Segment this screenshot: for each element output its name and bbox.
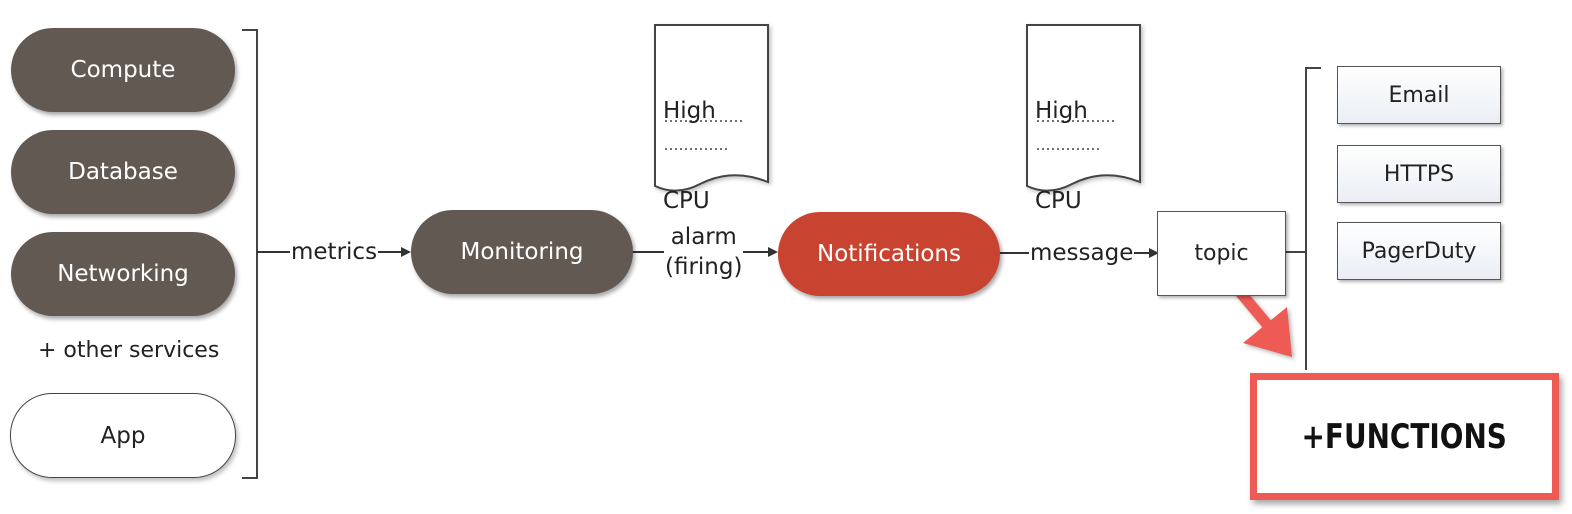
alarm-document bbox=[654, 24, 769, 192]
notifications-service: Notifications bbox=[778, 212, 1000, 296]
topic-box: topic bbox=[1157, 211, 1286, 296]
alarm-label-line1: alarm bbox=[670, 224, 737, 250]
alarm-document-text: High CPU bbox=[663, 36, 716, 246]
alarm-label-line2: (firing) bbox=[665, 254, 743, 280]
alarm-doc-line2: CPU bbox=[663, 188, 710, 214]
service-database: Database bbox=[11, 130, 235, 214]
monitoring-label: Monitoring bbox=[460, 239, 584, 265]
monitoring-service: Monitoring bbox=[411, 210, 633, 294]
alarm-doc-line1: High bbox=[663, 98, 716, 124]
sources-bracket bbox=[242, 29, 258, 479]
subscription-email-label: Email bbox=[1388, 82, 1450, 108]
service-compute: Compute bbox=[11, 28, 235, 112]
service-networking-label: Networking bbox=[57, 261, 189, 287]
subscription-https: HTTPS bbox=[1337, 145, 1501, 203]
service-compute-label: Compute bbox=[70, 57, 176, 83]
subscription-pagerduty-label: PagerDuty bbox=[1361, 238, 1477, 264]
subscriptions-bracket bbox=[1305, 67, 1321, 370]
service-app: App bbox=[10, 393, 236, 478]
service-database-label: Database bbox=[68, 159, 178, 185]
functions-callout-label: +FUNCTIONS bbox=[1301, 416, 1508, 457]
other-services-label: + other services bbox=[38, 338, 220, 363]
message-document bbox=[1026, 24, 1141, 192]
alarm-label: alarm (firing) bbox=[664, 222, 744, 282]
subscription-https-label: HTTPS bbox=[1383, 161, 1455, 187]
subscription-pagerduty: PagerDuty bbox=[1337, 222, 1501, 280]
functions-callout: +FUNCTIONS bbox=[1250, 373, 1559, 500]
message-document-text: High CPU bbox=[1035, 36, 1088, 246]
service-networking: Networking bbox=[11, 232, 235, 316]
metrics-label: metrics bbox=[290, 237, 379, 267]
topic-label: topic bbox=[1194, 241, 1249, 266]
message-doc-line2: CPU bbox=[1035, 188, 1082, 214]
message-doc-line1: High bbox=[1035, 98, 1088, 124]
notifications-label: Notifications bbox=[817, 241, 961, 267]
subscription-email: Email bbox=[1337, 66, 1501, 124]
message-label: message bbox=[1029, 238, 1135, 268]
service-app-label: App bbox=[100, 422, 146, 449]
highlight-arrow-icon bbox=[1234, 286, 1292, 357]
